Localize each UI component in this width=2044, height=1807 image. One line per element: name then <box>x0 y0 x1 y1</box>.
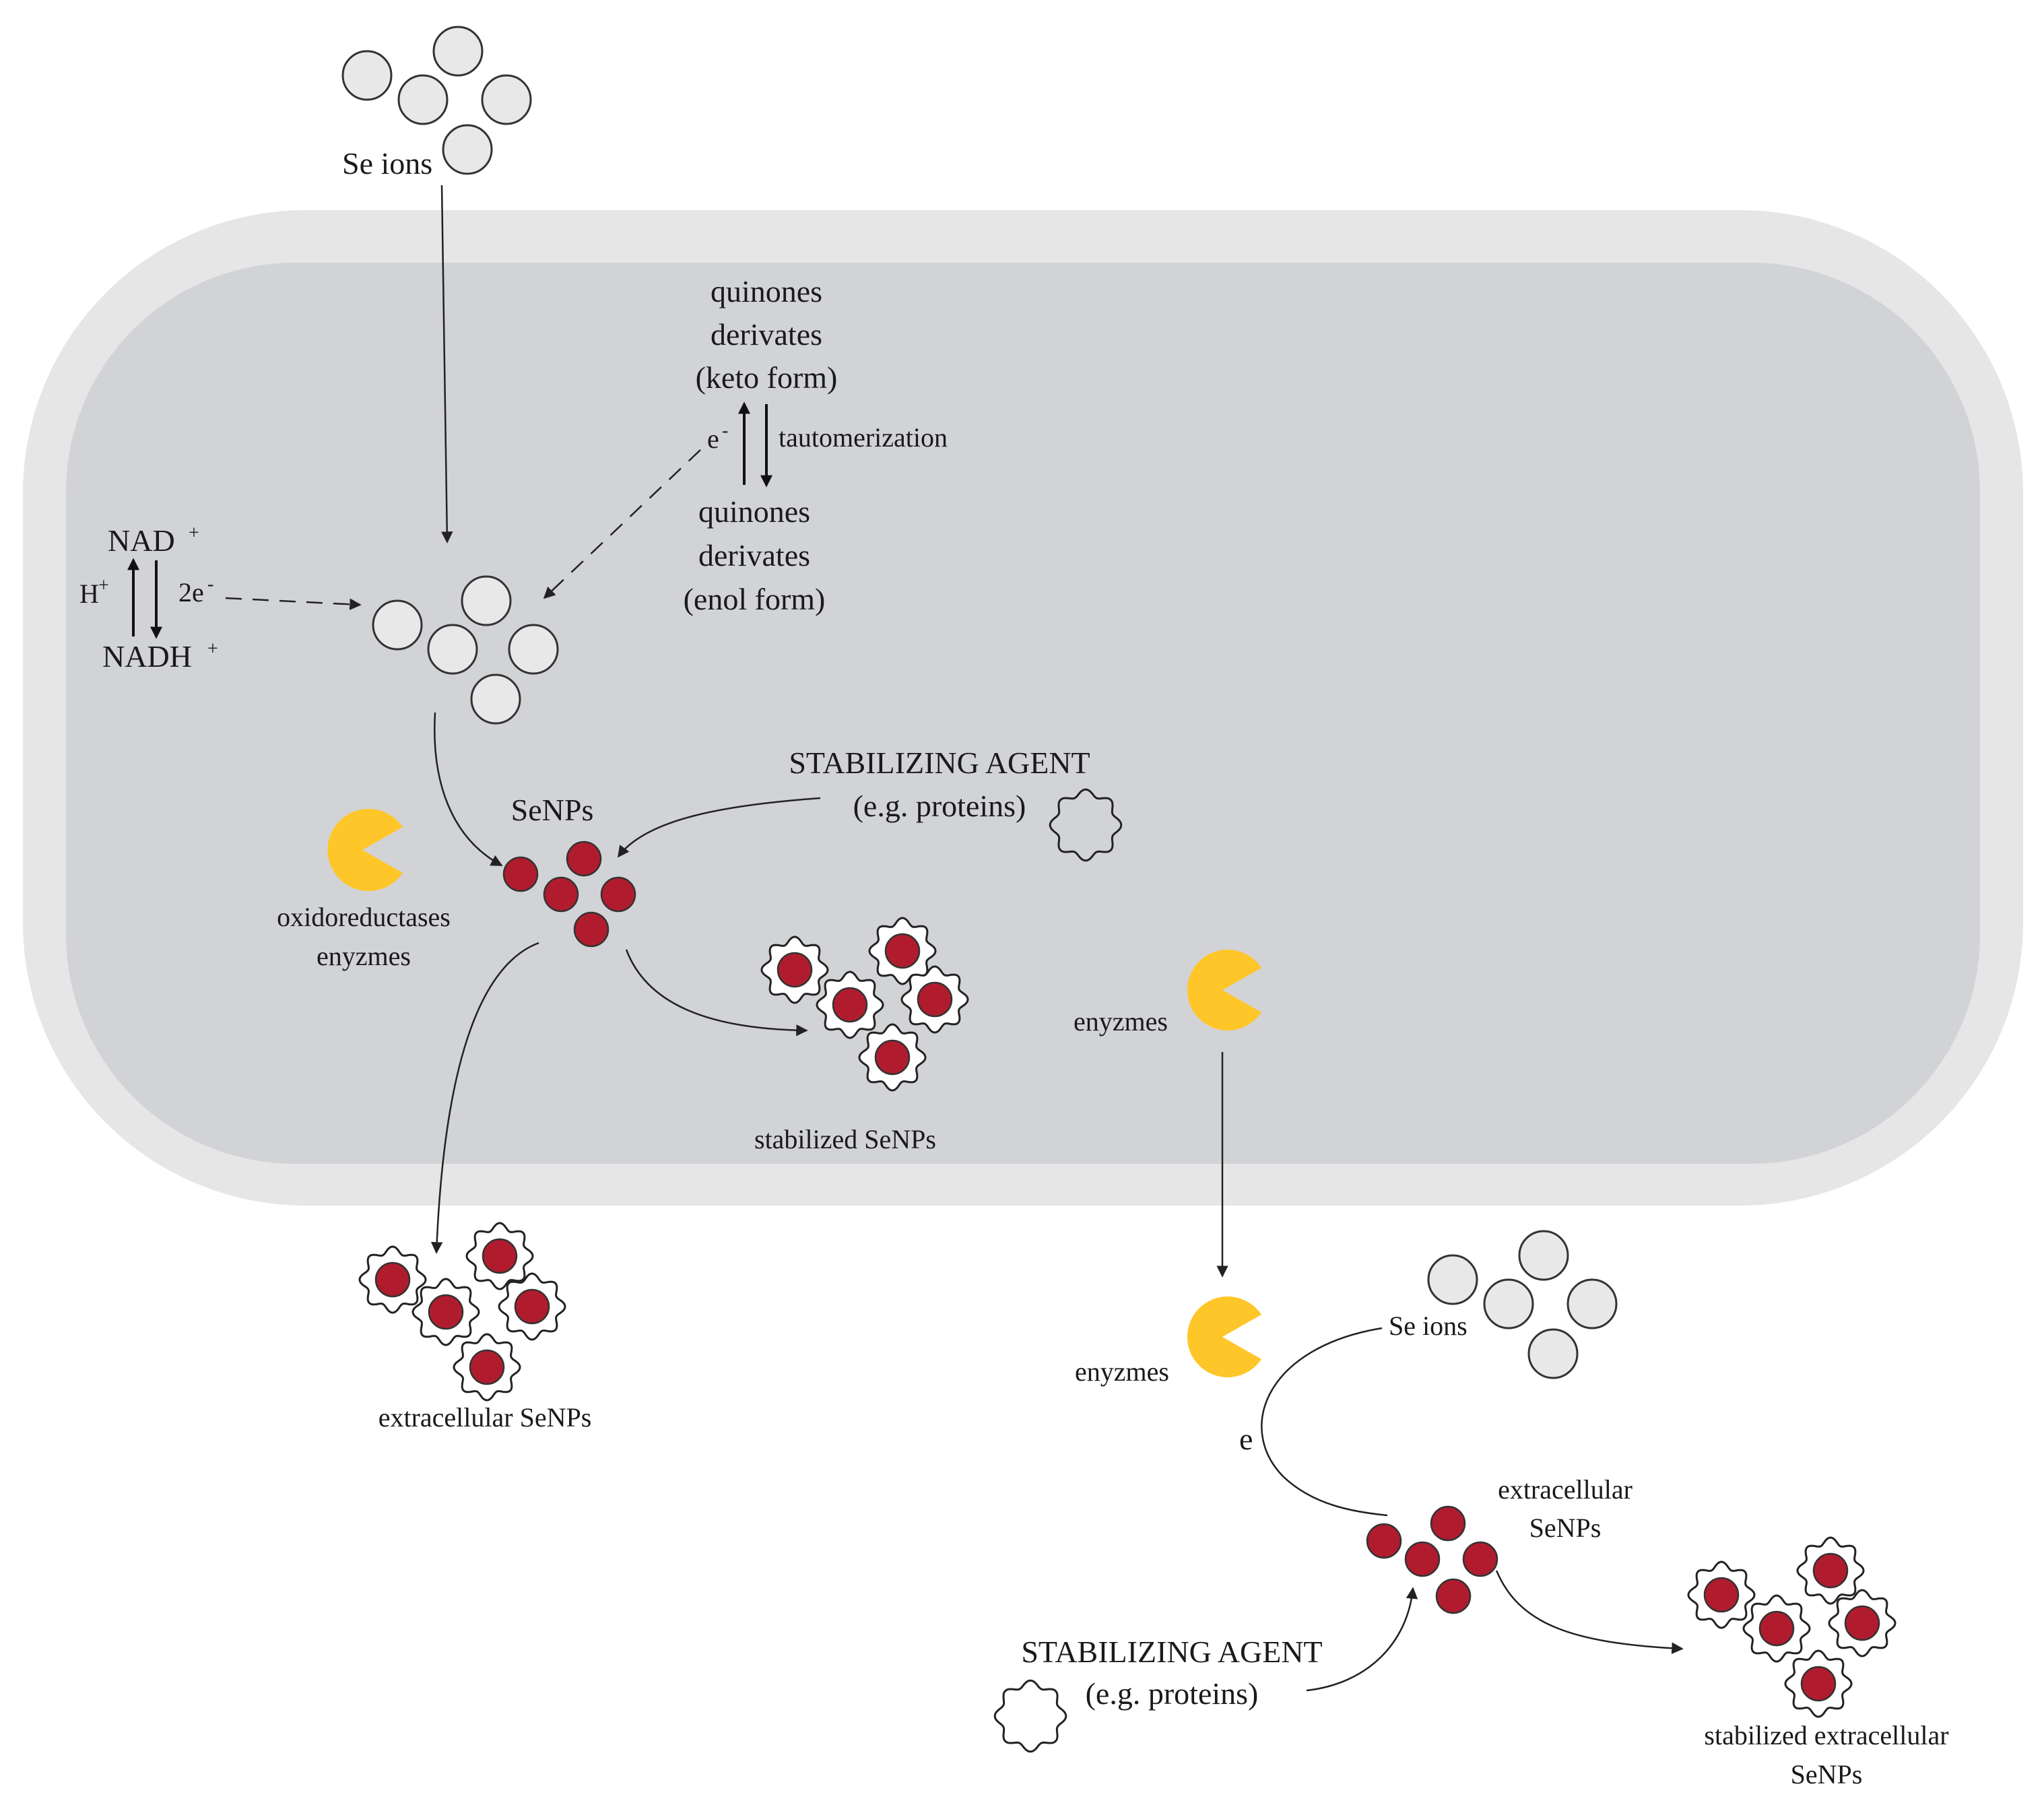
quinones-keto-line1: quinones <box>711 274 822 308</box>
oxidoreductases-label-1: oxidoreductases <box>277 902 451 932</box>
se-ions-cluster-top <box>341 26 532 175</box>
h-ion-sup: + <box>98 575 109 596</box>
reduction-arrow <box>434 712 503 867</box>
senp-core <box>1812 1552 1849 1589</box>
senps-cluster-inner <box>502 841 636 948</box>
stabilized-nanoparticle <box>1742 1594 1811 1663</box>
quinone-electron-arrow <box>543 449 701 599</box>
stabilized-extracellular-label-2: SeNPs <box>1791 1759 1863 1789</box>
stabilization-arrow-inner <box>625 949 808 1037</box>
nadh-sup: + <box>207 638 218 659</box>
stabilized-nanoparticle <box>498 1272 566 1341</box>
stabilizing-agent-inner-2: (e.g. proteins) <box>853 789 1026 823</box>
extracellular-senps-right-label-1: extracellular <box>1498 1474 1633 1505</box>
enzymes-inner-label: enyzmes <box>1074 1006 1168 1037</box>
enzyme-outer-icon <box>1187 1296 1261 1378</box>
two-e-sup: - <box>207 574 213 595</box>
stabilized-senps-label: stabilized SeNPs <box>754 1124 936 1154</box>
extracellular-senps-left-label: extracellular SeNPs <box>378 1402 592 1433</box>
e-outer-label: e <box>1239 1422 1253 1456</box>
oxidoreductases-label-2: enyzmes <box>317 941 411 971</box>
stabilizing-agent-outer-1: STABILIZING AGENT <box>1021 1635 1322 1669</box>
se-ions-outer-label: Se ions <box>1389 1311 1468 1341</box>
extracellular-senps-cluster-left <box>358 1222 566 1402</box>
senp-core <box>1703 1577 1740 1613</box>
se-ions-cluster-outer <box>1427 1230 1618 1379</box>
senp-core <box>514 1288 550 1325</box>
stabilized-nanoparticle <box>760 935 829 1004</box>
senp-core <box>482 1238 518 1274</box>
protein-icon-outer <box>993 1679 1067 1753</box>
tautomer-e-label: e <box>707 424 719 454</box>
nadh-electron-arrow <box>225 597 362 610</box>
se-ions-cluster-inner <box>372 575 559 725</box>
nad-sup: + <box>189 523 199 544</box>
cytoplasm <box>66 263 1980 1164</box>
stabilized-nanoparticle <box>411 1278 480 1346</box>
se-ions-top-label: Se ions <box>342 146 432 180</box>
two-e-label: 2e <box>178 577 204 607</box>
nad-label: NAD <box>108 523 175 558</box>
nadh-label: NADH <box>102 639 192 673</box>
tautomer-e-sup: - <box>722 420 728 441</box>
quinones-enol-line1: quinones <box>698 494 810 529</box>
stabilized-extracellular-label-1: stabilized extracellular <box>1704 1720 1948 1750</box>
senp-core <box>917 981 953 1018</box>
quinones-enol-line3: (enol form) <box>684 582 826 616</box>
senp-core <box>469 1349 505 1385</box>
stabilized-nanoparticle <box>465 1222 534 1290</box>
senp-core <box>1844 1605 1880 1641</box>
export-arrow-left <box>430 942 539 1254</box>
senp-core <box>832 987 868 1023</box>
stabilized-senps-cluster-inner <box>760 917 969 1092</box>
extracellular-reduction-curve <box>1261 1327 1388 1517</box>
senp-core <box>884 933 921 969</box>
stabilized-nanoparticle <box>1687 1560 1756 1629</box>
h-ion-label: H <box>79 579 99 609</box>
stabilized-nanoparticle <box>900 965 969 1034</box>
senp-core <box>374 1261 411 1298</box>
senp-core <box>777 952 813 988</box>
stabilized-nanoparticle <box>1784 1649 1853 1718</box>
protein-icon-inner <box>1049 788 1123 862</box>
enzyme-inner-icon <box>1187 950 1261 1031</box>
stabilized-nanoparticle <box>858 1023 927 1092</box>
stabilized-nanoparticle <box>816 971 884 1039</box>
stabilizer-arrow-outer <box>1306 1587 1418 1692</box>
stabilized-nanoparticle <box>1796 1536 1865 1605</box>
uptake-arrow <box>440 185 453 544</box>
quinones-enol-line2: derivates <box>698 538 810 572</box>
extracellular-senps-right-label-2: SeNPs <box>1529 1513 1602 1543</box>
stabilized-nanoparticle <box>358 1245 427 1314</box>
stabilizing-agent-outer-2: (e.g. proteins) <box>1086 1676 1259 1711</box>
stabilization-arrow-outer <box>1495 1570 1684 1654</box>
quinones-keto-line3: (keto form) <box>696 360 838 395</box>
oxidoreductase-enzyme-icon <box>327 808 403 891</box>
senp-core <box>1800 1666 1837 1702</box>
enzymes-outer-label: enyzmes <box>1075 1356 1169 1387</box>
senps-cluster-outer <box>1366 1505 1498 1614</box>
senp-core <box>1758 1610 1795 1647</box>
stabilizer-arrow-inner <box>617 797 821 858</box>
stabilized-nanoparticle <box>453 1333 521 1402</box>
senp-core <box>428 1294 464 1330</box>
stabilizing-agent-inner-1: STABILIZING AGENT <box>789 746 1090 780</box>
tautomerization-label: tautomerization <box>779 422 948 453</box>
stabilized-extracellular-senps-cluster <box>1687 1536 1897 1718</box>
quinones-keto-line2: derivates <box>711 317 822 352</box>
senps-label: SeNPs <box>511 793 594 827</box>
stabilized-nanoparticle <box>1828 1589 1897 1657</box>
senp-core <box>874 1039 911 1076</box>
